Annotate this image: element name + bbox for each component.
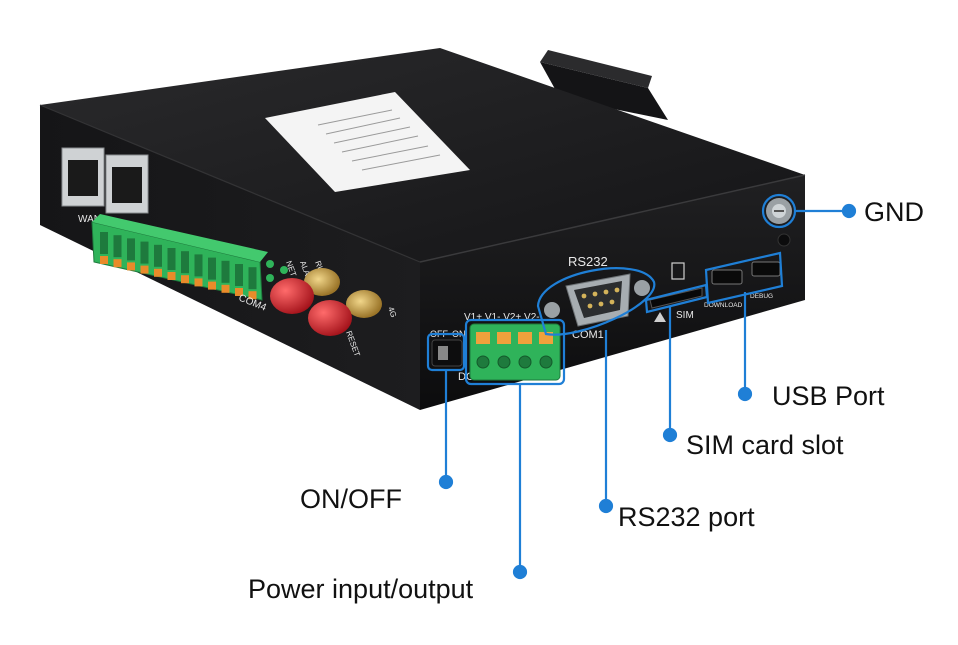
power-terminal-lever — [497, 332, 511, 344]
power-terminal-hole — [476, 355, 490, 369]
terminal-pin — [194, 254, 203, 277]
power-terminal-hole — [539, 355, 553, 369]
terminal-pin — [113, 235, 122, 258]
rs232-leader-dot — [598, 498, 614, 514]
usb-leader-dot — [737, 386, 753, 402]
rj45-ports: WAN — [61, 147, 149, 225]
terminal-pin — [221, 260, 230, 283]
sim-leader-dot — [662, 427, 678, 443]
terminal-lever — [100, 256, 108, 264]
terminal-lever — [208, 281, 216, 290]
terminal-lever — [248, 291, 257, 300]
antenna-connectors — [270, 268, 382, 336]
terminal-lever — [127, 262, 135, 271]
rs232-port-callout: RS232 port — [618, 502, 755, 532]
terminal-lever — [113, 259, 122, 268]
rs232-outline — [536, 267, 656, 336]
leader-lines — [438, 203, 857, 580]
terminal-pin — [235, 264, 243, 286]
terminal-pin — [248, 267, 257, 290]
terminal-lever — [181, 275, 189, 284]
v-terminal-labels: V1+ V1- V2+ V2- — [464, 312, 540, 323]
power-terminal-hole — [497, 355, 511, 369]
power-io-callout: Power input/output — [248, 574, 474, 604]
rs232-panel-label: RS232 — [568, 254, 608, 269]
product-label — [265, 92, 470, 192]
terminal-pin — [154, 244, 162, 267]
terminal-lever — [140, 265, 149, 274]
din-rail-clip — [540, 50, 668, 120]
terminal-pin — [167, 248, 176, 270]
onoff-callout: ON/OFF — [300, 484, 402, 514]
terminal-pin — [208, 257, 216, 280]
debug-label: DEBUG — [750, 293, 773, 300]
power-leader-dot — [512, 564, 528, 580]
front-panel: OFF ON DC IN V1+ V1- V2+ V2- RS232 COM1 … — [430, 198, 792, 383]
terminal-block-com4: COM4 — [91, 214, 268, 314]
power-terminal-hole — [518, 355, 532, 369]
sim-panel-label: SIM — [676, 310, 694, 321]
power-terminal-lever — [476, 332, 490, 344]
terminal-pin — [127, 238, 135, 261]
terminal-pin — [181, 251, 189, 274]
4g-label: 4G — [386, 306, 398, 319]
onoff-leader-dot — [438, 474, 454, 490]
power-terminal-lever — [518, 332, 532, 344]
wan-label: WAN — [78, 214, 101, 225]
terminal-lever — [167, 272, 176, 280]
usb-port-callout: USB Port — [772, 381, 885, 411]
terminal-pin — [140, 241, 149, 264]
terminal-lever — [221, 284, 230, 293]
terminal-lever — [154, 268, 162, 277]
gnd-leader-dot — [841, 203, 857, 219]
terminal-lever — [235, 288, 243, 296]
gnd-callout: GND — [864, 197, 924, 227]
sim-slot-callout: SIM card slot — [686, 430, 844, 460]
terminal-lever — [194, 278, 203, 287]
power-outline — [464, 318, 566, 386]
terminal-pin — [100, 232, 108, 254]
download-label: DOWNLOAD — [704, 302, 743, 309]
sim-outline — [644, 283, 709, 314]
